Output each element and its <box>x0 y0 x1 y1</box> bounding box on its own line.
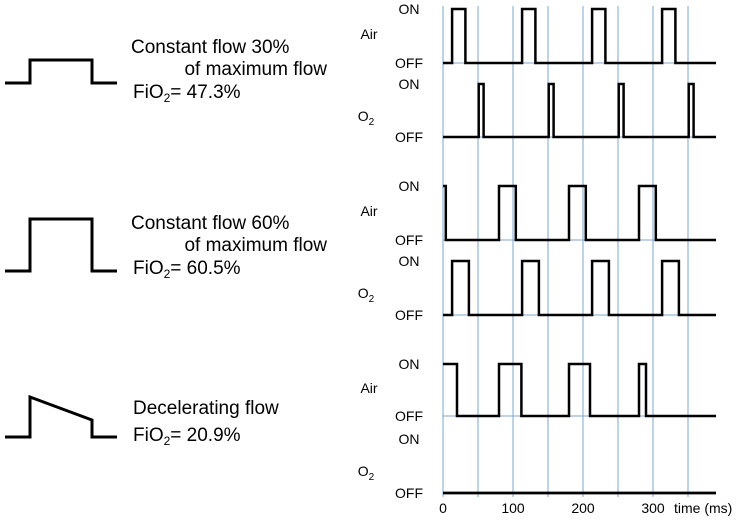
caption-line: Decelerating flow <box>133 398 279 419</box>
channel-labels: ONOFFONOFFAirO2ONOFFONOFFAirO2ONOFFONOFF… <box>358 1 423 501</box>
o2-valve-trace <box>443 82 716 139</box>
o2-on-label: ON <box>399 76 420 92</box>
caption-panel-3: Decelerating flow <box>133 398 279 420</box>
air-off-label: OFF <box>395 55 423 71</box>
o2-off-label: OFF <box>395 129 423 145</box>
o2-channel-label: O2 <box>358 463 375 483</box>
caption-panel-2: Constant flow 60% of maximum flow <box>131 213 327 257</box>
o2-on-label: ON <box>399 431 420 447</box>
fio2-panel-1: FiO2= 47.3% <box>133 82 241 105</box>
time-tick-label: 200 <box>571 500 595 516</box>
air-valve-trace <box>443 362 716 418</box>
air-on-label: ON <box>399 178 420 194</box>
time-axis-label: time (ms) <box>674 500 732 516</box>
constant-flow-60-icon <box>5 217 117 273</box>
fio2-panel-3: FiO2= 20.9% <box>133 425 241 448</box>
time-axis: 0 100 200 300 time (ms) <box>439 491 732 516</box>
valve-traces <box>443 7 716 495</box>
time-tick-label: 100 <box>501 500 525 516</box>
constant-flow-30-icon <box>5 58 117 85</box>
fio2-panel-2: FiO2= 60.5% <box>133 258 241 281</box>
o2-on-label: ON <box>399 253 420 269</box>
flow-shape-icons <box>5 58 117 439</box>
caption-panel-1: Constant flow 30% of maximum flow <box>131 37 327 81</box>
air-channel-label: Air <box>360 203 377 219</box>
time-gridlines <box>442 6 716 497</box>
air-on-label: ON <box>399 356 420 372</box>
decelerating-flow-icon <box>5 394 117 439</box>
o2-channel-label: O2 <box>358 285 375 305</box>
o2-channel-label: O2 <box>358 108 375 128</box>
air-off-label: OFF <box>395 408 423 424</box>
air-valve-trace <box>443 184 716 242</box>
air-on-label: ON <box>399 1 420 17</box>
o2-off-label: OFF <box>395 485 423 501</box>
caption-line: Constant flow 60% <box>131 213 290 234</box>
air-off-label: OFF <box>395 232 423 248</box>
air-valve-trace <box>443 7 716 65</box>
o2-off-label: OFF <box>395 307 423 323</box>
air-channel-label: Air <box>360 26 377 42</box>
time-tick-label: 300 <box>641 500 665 516</box>
caption-line: of maximum flow <box>184 235 327 256</box>
caption-line: Constant flow 30% <box>131 37 290 58</box>
caption-line: of maximum flow <box>184 59 327 80</box>
o2-valve-trace <box>443 259 716 317</box>
time-tick-label: 0 <box>439 500 447 516</box>
air-channel-label: Air <box>360 380 377 396</box>
